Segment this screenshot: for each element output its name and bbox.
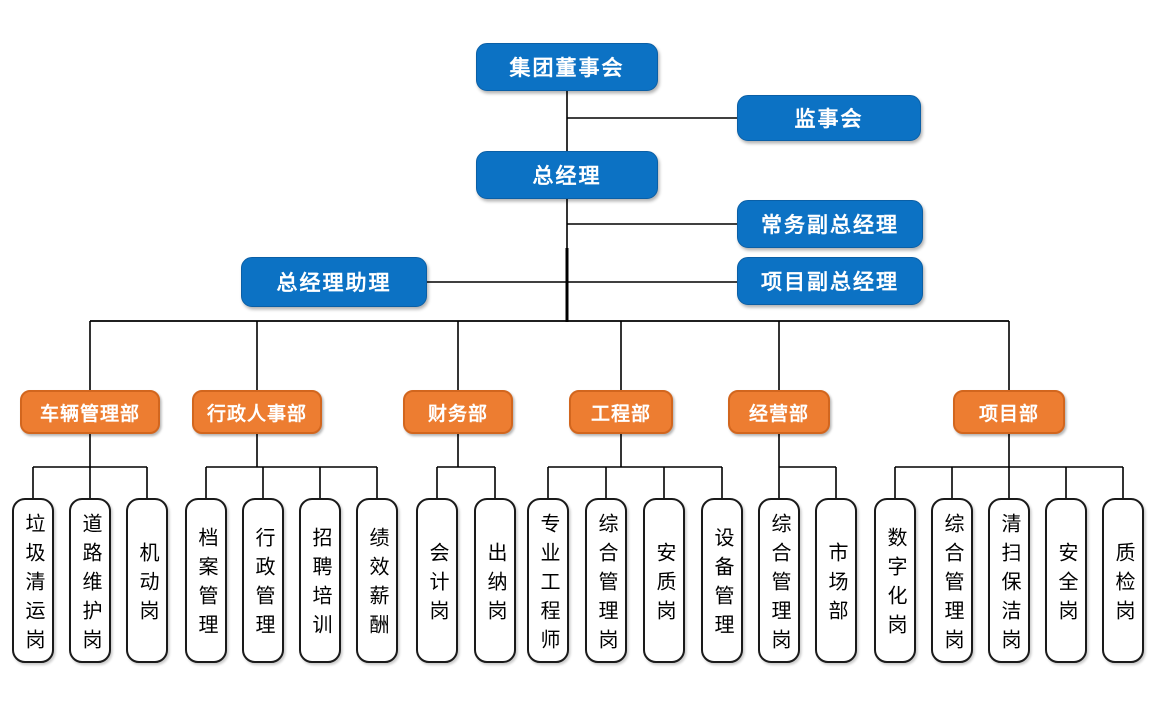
position-box: 绩效薪酬 xyxy=(356,498,398,663)
position-box-label: 综合管理岗 xyxy=(768,512,790,658)
position-box: 机动岗 xyxy=(126,498,168,663)
position-box: 安质岗 xyxy=(643,498,685,663)
department-box: 项目部 xyxy=(953,390,1065,434)
position-box: 清扫保洁岗 xyxy=(988,498,1030,663)
department-box: 工程部 xyxy=(569,390,673,434)
position-box: 道路维护岗 xyxy=(69,498,111,663)
position-box-label: 质检岗 xyxy=(1112,541,1134,629)
position-box-label: 垃圾清运岗 xyxy=(22,512,44,658)
position-box: 质检岗 xyxy=(1102,498,1144,663)
department-box: 财务部 xyxy=(403,390,513,434)
position-box-label: 档案管理 xyxy=(195,527,217,643)
position-box: 会计岗 xyxy=(416,498,458,663)
position-box: 综合管理岗 xyxy=(585,498,627,663)
department-box: 行政人事部 xyxy=(192,390,322,434)
position-box-label: 会计岗 xyxy=(426,541,448,629)
department-box: 经营部 xyxy=(728,390,830,434)
position-box: 综合管理岗 xyxy=(758,498,800,663)
position-box-label: 清扫保洁岗 xyxy=(998,512,1020,658)
position-box-label: 综合管理岗 xyxy=(595,512,617,658)
position-box-label: 安质岗 xyxy=(653,541,675,629)
position-box-label: 绩效薪酬 xyxy=(366,527,388,643)
position-box-label: 道路维护岗 xyxy=(79,512,101,658)
position-box-label: 综合管理岗 xyxy=(941,512,963,658)
position-box-label: 招聘培训 xyxy=(309,527,331,643)
node-label: 总经理助理 xyxy=(276,272,392,295)
department-box-label: 行政人事部 xyxy=(206,403,307,425)
position-box: 数字化岗 xyxy=(874,498,916,663)
node-general-manager: 总经理 xyxy=(476,151,658,199)
department-box-label: 项目部 xyxy=(978,403,1039,425)
position-box: 垃圾清运岗 xyxy=(12,498,54,663)
position-box-label: 出纳岗 xyxy=(484,541,506,629)
position-box: 行政管理 xyxy=(242,498,284,663)
department-box-label: 工程部 xyxy=(590,403,651,425)
node-supervisory-board: 监事会 xyxy=(737,95,921,141)
node-group-board: 集团董事会 xyxy=(476,43,658,91)
position-box-label: 数字化岗 xyxy=(884,527,906,643)
department-box-label: 财务部 xyxy=(427,403,488,425)
position-box-label: 安全岗 xyxy=(1055,541,1077,629)
node-label: 总经理 xyxy=(532,165,602,188)
position-box: 市场部 xyxy=(815,498,857,663)
node-label: 常务副总经理 xyxy=(761,214,899,237)
department-box-label: 车辆管理部 xyxy=(39,403,140,425)
department-box-label: 经营部 xyxy=(748,403,809,425)
node-label: 监事会 xyxy=(794,108,864,131)
position-box-label: 市场部 xyxy=(825,541,847,629)
position-box: 出纳岗 xyxy=(474,498,516,663)
position-box: 综合管理岗 xyxy=(931,498,973,663)
node-project-deputy-gm: 项目副总经理 xyxy=(737,257,923,305)
position-box: 专业工程师 xyxy=(527,498,569,663)
position-box: 档案管理 xyxy=(185,498,227,663)
node-label: 集团董事会 xyxy=(509,57,625,80)
position-box-label: 设备管理 xyxy=(711,527,733,643)
position-box-label: 专业工程师 xyxy=(537,512,559,658)
department-box: 车辆管理部 xyxy=(20,390,160,434)
position-box: 设备管理 xyxy=(701,498,743,663)
position-box: 招聘培训 xyxy=(299,498,341,663)
node-label: 项目副总经理 xyxy=(761,271,899,294)
position-box: 安全岗 xyxy=(1045,498,1087,663)
position-box-label: 机动岗 xyxy=(136,541,158,629)
position-box-label: 行政管理 xyxy=(252,527,274,643)
node-gm-assistant: 总经理助理 xyxy=(241,257,427,307)
node-executive-deputy-gm: 常务副总经理 xyxy=(737,200,923,248)
